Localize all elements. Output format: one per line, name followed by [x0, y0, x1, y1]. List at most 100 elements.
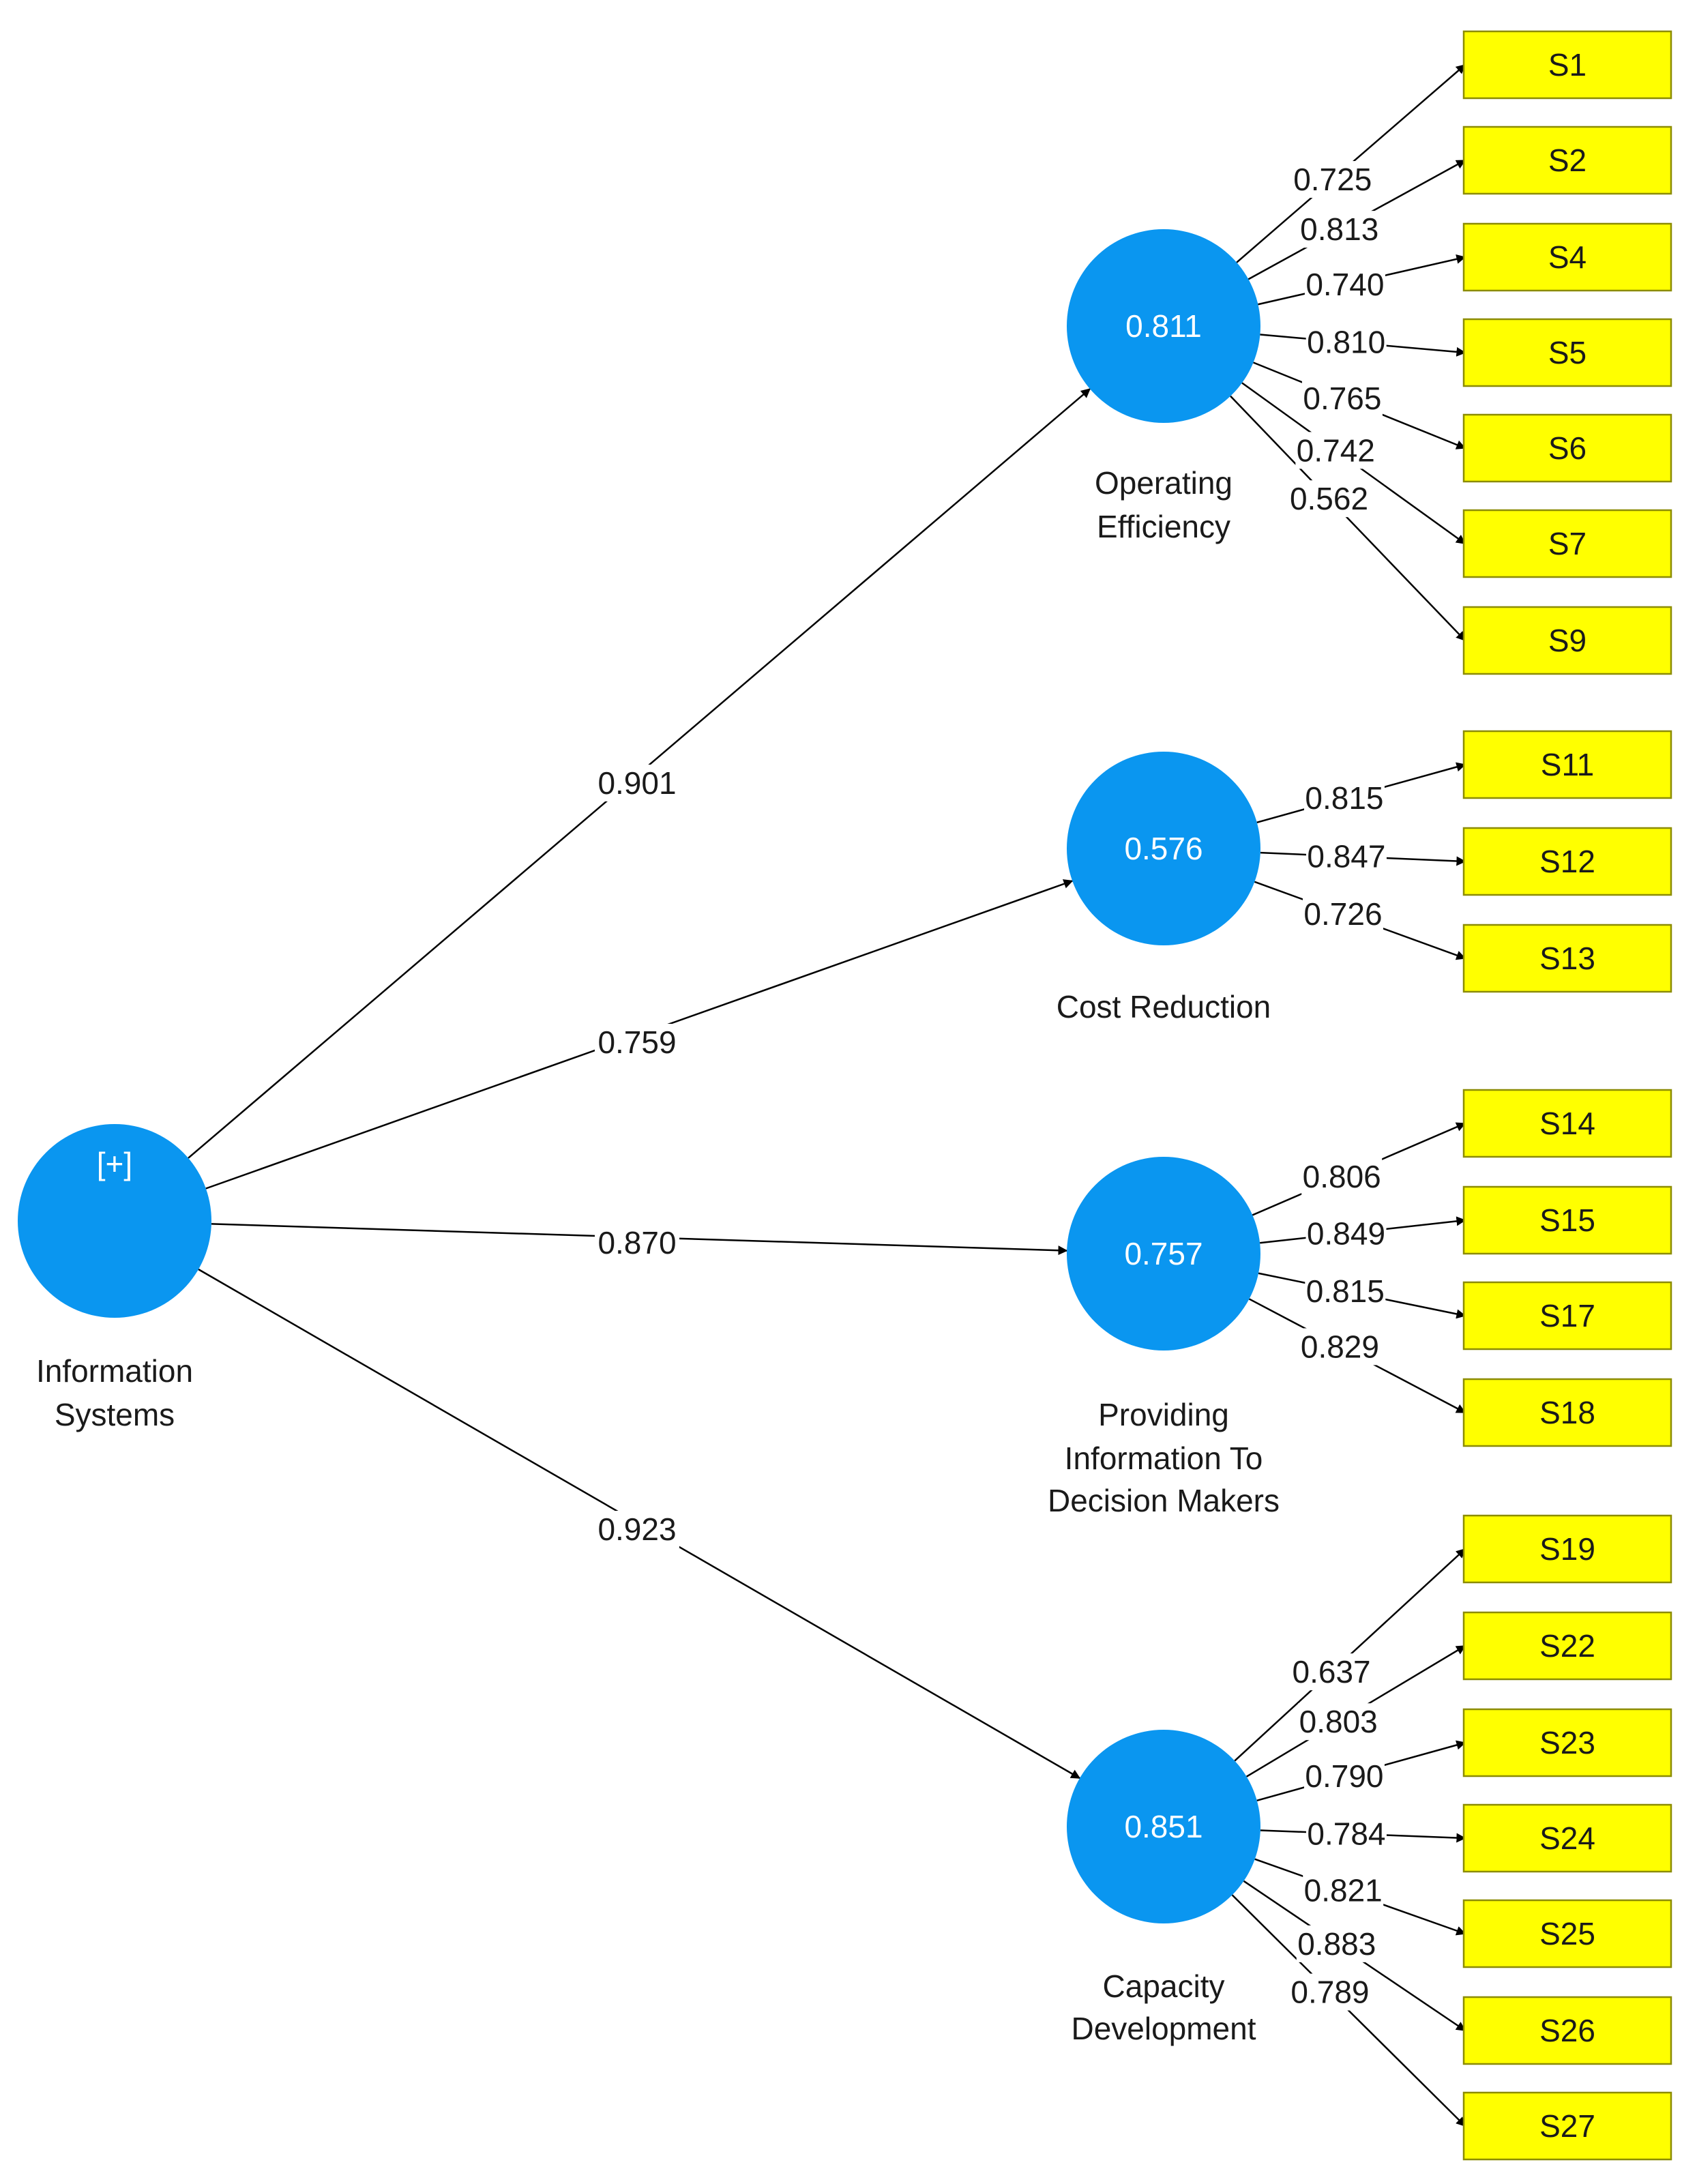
indicator-s13[interactable]	[1462, 924, 1672, 993]
indicator-s18[interactable]	[1462, 1378, 1672, 1447]
outer-loading-s27: 0.789	[1290, 1975, 1369, 2010]
outer-loading-s17-bg	[1305, 1272, 1386, 1310]
indicator-s5[interactable]	[1462, 318, 1672, 387]
indicator-label-s5: S5	[1548, 335, 1587, 370]
indicator-label-s22: S22	[1539, 1628, 1595, 1664]
outer-loading-s22: 0.803	[1299, 1704, 1378, 1739]
outer-loading-s4: 0.740	[1305, 267, 1384, 302]
indicator-s24[interactable]	[1462, 1803, 1672, 1873]
loading-edge-s9	[1230, 395, 1466, 642]
path-coefficient-oe-bg	[595, 765, 679, 801]
construct-name-cr: Cost Reduction	[1057, 989, 1271, 1024]
indicator-s4[interactable]	[1462, 222, 1672, 292]
indicator-label-s11: S11	[1541, 747, 1594, 782]
indicator-label-s13: S13	[1539, 941, 1595, 976]
outer-loading-s24-bg	[1305, 1815, 1387, 1853]
construct-oe[interactable]	[1067, 229, 1260, 423]
outer-loading-s24: 0.784	[1307, 1816, 1385, 1851]
indicator-label-s15: S15	[1539, 1202, 1595, 1238]
indicator-label-s7: S7	[1548, 526, 1587, 561]
indicator-s19[interactable]	[1462, 1514, 1672, 1584]
path-coefficient-cd-bg	[595, 1511, 679, 1548]
construct-information-systems[interactable]	[18, 1124, 211, 1318]
outer-loading-s17: 0.815	[1306, 1273, 1385, 1309]
path-coefficient-pi: 0.870	[597, 1225, 676, 1260]
path-coefficient-oe: 0.901	[597, 765, 676, 801]
indicator-s23[interactable]	[1462, 1708, 1672, 1777]
path-coefficient-cr-bg	[595, 1024, 679, 1061]
path-coefficient-cd: 0.923	[597, 1511, 676, 1547]
construct-cd[interactable]	[1067, 1730, 1260, 1923]
outer-loading-s11: 0.815	[1305, 780, 1383, 816]
outer-loading-s26-bg	[1296, 1925, 1377, 1962]
outer-loading-s13-bg	[1302, 895, 1383, 932]
construct-name-information-systems: Systems	[55, 1397, 175, 1432]
indicator-label-s23: S23	[1539, 1725, 1595, 1760]
indicator-s1[interactable]	[1462, 30, 1672, 100]
indicator-s22[interactable]	[1462, 1611, 1672, 1681]
outer-loading-s13: 0.726	[1303, 896, 1382, 932]
outer-loading-s14: 0.806	[1303, 1159, 1381, 1194]
indicator-label-s26: S26	[1539, 2013, 1595, 2048]
indicator-s2[interactable]	[1462, 126, 1672, 195]
construct-name-pi: Decision Makers	[1048, 1483, 1280, 1518]
outer-loading-s2: 0.813	[1300, 211, 1378, 247]
indicator-s15[interactable]	[1462, 1185, 1672, 1255]
outer-loading-s6: 0.765	[1303, 381, 1381, 416]
r-squared-cd: 0.851	[1124, 1809, 1202, 1844]
outer-loading-s12: 0.847	[1307, 839, 1385, 874]
indicator-label-s1: S1	[1548, 47, 1587, 83]
r-squared-pi: 0.757	[1124, 1236, 1202, 1271]
edges-layer	[188, 64, 1466, 2127]
outer-loading-s9-bg	[1288, 480, 1370, 518]
outer-loading-s19-bg	[1291, 1653, 1372, 1691]
indicator-s12[interactable]	[1462, 827, 1672, 896]
indicator-s11[interactable]	[1462, 730, 1672, 799]
construct-name-pi: Information To	[1065, 1441, 1263, 1476]
indicator-label-s2: S2	[1548, 143, 1587, 178]
indicator-s14[interactable]	[1462, 1089, 1672, 1158]
nodes-layer: [+]InformationSystems0.811OperatingEffic…	[18, 30, 1672, 2161]
indicator-s6[interactable]	[1462, 413, 1672, 483]
outer-loading-s19: 0.637	[1293, 1654, 1371, 1689]
outer-loading-s9: 0.562	[1290, 481, 1368, 516]
path-coefficient-cr: 0.759	[597, 1024, 676, 1060]
outer-loading-s25-bg	[1303, 1872, 1384, 1909]
outer-loading-s5: 0.810	[1307, 325, 1385, 360]
indicator-label-s4: S4	[1548, 239, 1587, 275]
indicator-label-s24: S24	[1539, 1820, 1595, 1856]
indicator-label-s18: S18	[1539, 1395, 1595, 1430]
outer-loading-s25: 0.821	[1304, 1873, 1383, 1908]
indicator-label-s25: S25	[1539, 1916, 1595, 1951]
construct-name-oe: Operating	[1095, 465, 1233, 501]
outer-loading-s12-bg	[1305, 838, 1387, 875]
indicator-s7[interactable]	[1462, 509, 1672, 578]
outer-loading-s26: 0.883	[1297, 1926, 1376, 1962]
indicator-s17[interactable]	[1462, 1281, 1672, 1351]
indicator-label-s19: S19	[1539, 1531, 1595, 1567]
construct-name-oe: Efficiency	[1097, 509, 1230, 544]
indicator-s25[interactable]	[1462, 1899, 1672, 1968]
indicator-label-s6: S6	[1548, 430, 1587, 466]
outer-loading-s2-bg	[1299, 211, 1380, 248]
expand-badge: [+]	[97, 1146, 132, 1181]
path-coefficient-pi-bg	[595, 1224, 679, 1261]
outer-loading-s7-bg	[1295, 432, 1376, 469]
outer-loading-s7: 0.742	[1297, 432, 1375, 468]
outer-loading-s23: 0.790	[1305, 1758, 1383, 1794]
construct-pi[interactable]	[1067, 1157, 1260, 1351]
outer-loading-s15: 0.849	[1307, 1215, 1385, 1251]
loading-edge-s27	[1231, 1894, 1466, 2127]
outer-loading-s11-bg	[1303, 780, 1385, 817]
indicator-s27[interactable]	[1462, 2091, 1672, 2161]
indicator-s26[interactable]	[1462, 1996, 1672, 2065]
outer-loading-s15-bg	[1305, 1215, 1387, 1252]
indicator-label-s9: S9	[1548, 623, 1587, 658]
construct-cr[interactable]	[1067, 752, 1260, 945]
indicator-s9[interactable]	[1462, 606, 1672, 675]
indicator-label-s17: S17	[1539, 1298, 1595, 1333]
outer-loading-s22-bg	[1298, 1703, 1379, 1741]
outer-loading-s23-bg	[1303, 1758, 1385, 1795]
